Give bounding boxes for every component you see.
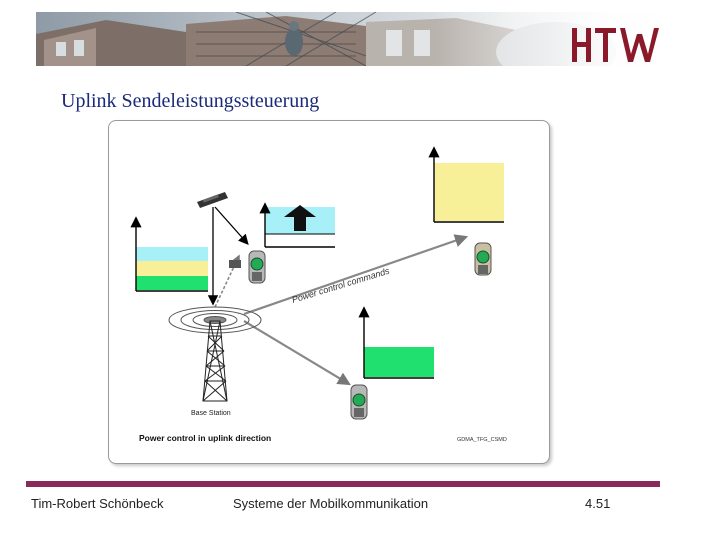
- footer-author: Tim-Robert Schönbeck: [31, 496, 164, 511]
- diagram-caption: Power control in uplink direction: [139, 433, 271, 443]
- footer-page-number: 4.51: [585, 496, 611, 511]
- base-station-label: Base Station: [191, 410, 231, 417]
- level-band-green: [136, 276, 208, 290]
- mobile-handset-far-icon: [474, 242, 492, 276]
- power-level-chart-left: [130, 216, 208, 292]
- interference-path-diagonal: [214, 206, 249, 245]
- power-control-diagram: Power control commands Base Sta: [108, 120, 550, 464]
- power-control-commands-label: Power control commands: [291, 266, 392, 305]
- base-station-antenna-icon: [168, 306, 262, 334]
- banner-photo: [36, 12, 700, 66]
- level-band-green-bottom: [364, 347, 434, 377]
- header-banner: [36, 12, 700, 66]
- level-band-yellow-right: [434, 163, 504, 221]
- power-level-chart-middle: [259, 202, 335, 248]
- interference-source-icon: [197, 192, 228, 208]
- level-band-yellow: [136, 261, 208, 276]
- power-level-chart-bottom: [358, 306, 434, 379]
- mobile-handset-bottom-icon: [350, 384, 368, 420]
- diagram-source: GDMA_TFG_CSMD: [457, 437, 507, 443]
- footer-course: Systeme der Mobilkommunikation: [233, 496, 429, 511]
- footer-divider: [26, 481, 660, 487]
- mobile-handset-near-icon: [229, 250, 266, 284]
- level-band-cyan: [136, 247, 208, 261]
- power-level-chart-right: [428, 146, 504, 223]
- link-to-bottom-handset: [243, 320, 351, 386]
- base-station-tower-icon: [202, 320, 228, 402]
- increase-arrow-icon: [284, 205, 316, 231]
- slide-title: Uplink Sendeleistungssteuerung: [61, 90, 320, 112]
- link-to-far-handset: [243, 234, 469, 316]
- interfering-device-icon: [229, 260, 241, 268]
